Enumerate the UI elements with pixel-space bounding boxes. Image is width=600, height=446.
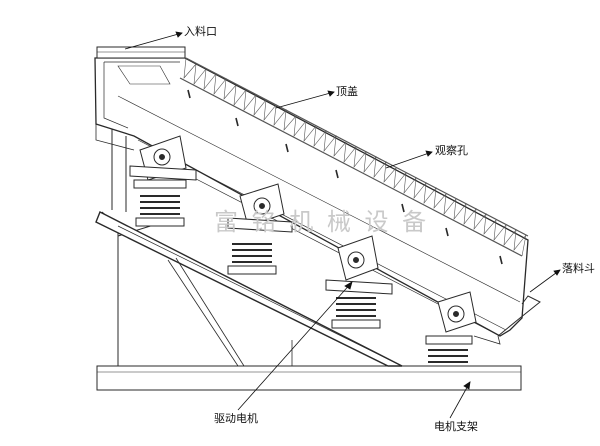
label-feed-inlet: 入料口 bbox=[184, 25, 217, 38]
label-drive-motor: 驱动电机 bbox=[214, 412, 258, 425]
watermark-text: 富 铭 机 械 设 备 bbox=[214, 208, 430, 236]
top-cover-truss bbox=[179, 57, 529, 257]
label-inspection-hole: 观察孔 bbox=[435, 144, 468, 157]
label-discharge-hopper: 落料斗 bbox=[562, 262, 595, 275]
cover-clamps bbox=[187, 89, 503, 265]
motor-bracket-frame bbox=[95, 211, 403, 367]
base-beam bbox=[96, 365, 522, 391]
vibrator-motor-3 bbox=[325, 235, 393, 329]
support-posts bbox=[111, 126, 127, 212]
discharge-hopper bbox=[473, 295, 541, 345]
vibrator-motor-1 bbox=[129, 135, 197, 227]
screen-body bbox=[94, 57, 529, 337]
vibrator-motor-2 bbox=[227, 183, 293, 275]
label-motor-bracket: 电机支架 bbox=[434, 420, 478, 433]
spring-1 bbox=[140, 195, 180, 215]
spring-4 bbox=[428, 349, 468, 363]
leader-lines bbox=[124, 31, 561, 419]
feed-inlet bbox=[96, 46, 186, 85]
spring-2 bbox=[232, 243, 272, 263]
spring-3 bbox=[336, 297, 376, 317]
vibrator-motor-4 bbox=[425, 291, 477, 363]
label-top-cover: 顶盖 bbox=[336, 85, 358, 98]
